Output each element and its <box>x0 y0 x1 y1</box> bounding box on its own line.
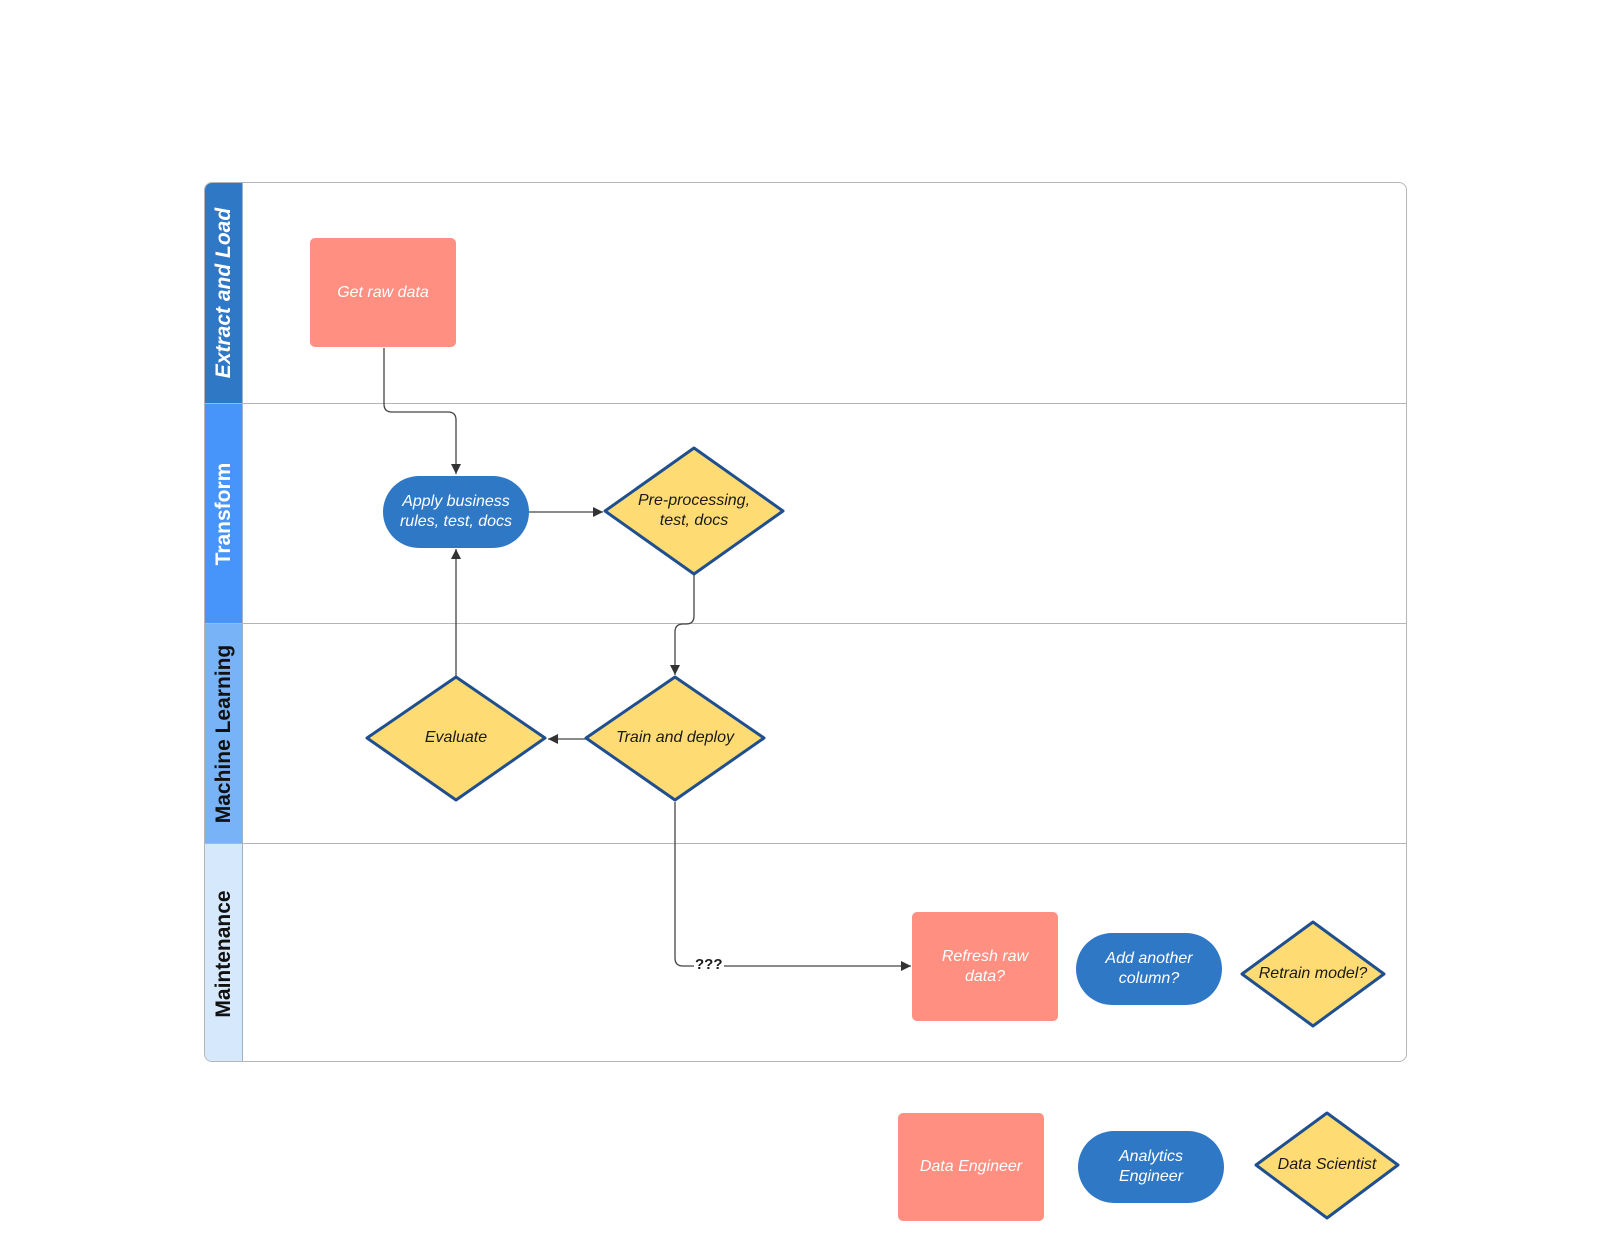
node-train-deploy-label: Train and deploy <box>616 729 734 746</box>
node-preprocessing-label: Pre-processing, test, docs <box>637 492 751 529</box>
lane-transform: Transform <box>205 403 1406 623</box>
node-get-raw-data[interactable]: Get raw data <box>310 238 456 347</box>
lane-machine-learning: Machine Learning <box>205 623 1406 843</box>
node-refresh-raw-data-label: Refresh raw data? <box>941 947 1029 985</box>
node-refresh-raw-data[interactable]: Refresh raw data? <box>912 912 1058 1021</box>
lane-maintenance: Maintenance <box>205 843 1406 1061</box>
node-apply-business-rules-label: Apply business rules, test, docs <box>399 493 513 530</box>
node-add-another-column[interactable]: Add another column? <box>1076 933 1222 1005</box>
connector-preprocessing-to-train-deploy[interactable] <box>670 575 695 675</box>
connector-train-deploy-to-refresh[interactable] <box>674 802 911 971</box>
node-apply-business-rules[interactable]: Apply business rules, test, docs <box>383 476 529 548</box>
node-add-another-column-label: Add another column? <box>1105 950 1193 987</box>
connector-get-raw-data-to-apply-rules[interactable] <box>383 348 461 474</box>
node-evaluate-label: Evaluate <box>424 729 488 746</box>
lane-header-transform[interactable]: Transform <box>205 404 243 623</box>
decision-preprocessing-diamond[interactable] <box>603 446 785 576</box>
lane-header-extract-and-load[interactable]: Extract and Load <box>205 183 243 403</box>
legend-analytics-engineer-label: Analytics Engineer <box>1118 1148 1184 1185</box>
legend-data-scientist-diamond <box>1254 1111 1400 1220</box>
node-get-raw-data-label: Get raw data <box>337 283 429 301</box>
edge-label-unknown: ??? <box>694 956 724 973</box>
legend-data-engineer: Data Engineer <box>898 1113 1044 1221</box>
legend-data-scientist-label: Data Scientist <box>1277 1156 1377 1173</box>
node-retrain-model-label: Retrain model? <box>1258 965 1368 982</box>
decision-train-deploy-diamond[interactable] <box>584 675 766 802</box>
legend-data-engineer-label: Data Engineer <box>919 1158 1023 1175</box>
decision-retrain-model-diamond[interactable] <box>1240 920 1386 1028</box>
swimlane-frame: Extract and Load Transform Machine Learn… <box>204 182 1407 1062</box>
decision-evaluate-diamond[interactable] <box>365 675 547 802</box>
lane-extract-and-load: Extract and Load <box>205 183 1406 403</box>
lane-header-machine-learning[interactable]: Machine Learning <box>205 624 243 843</box>
lane-header-maintenance[interactable]: Maintenance <box>205 844 243 1061</box>
legend-analytics-engineer: Analytics Engineer <box>1078 1131 1224 1203</box>
